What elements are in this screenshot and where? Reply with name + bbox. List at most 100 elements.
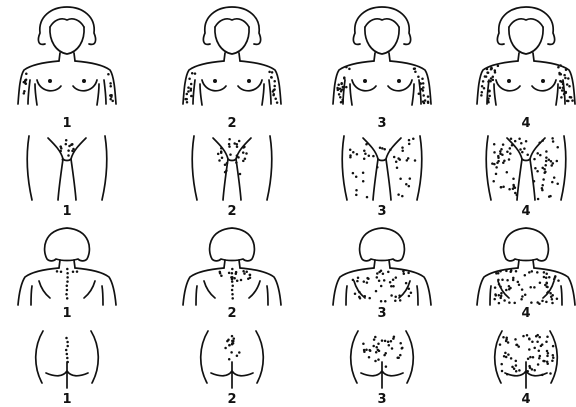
hair-dot [356, 280, 359, 283]
hair-dot [503, 160, 506, 163]
hair-dot [231, 289, 234, 292]
hair-dot [541, 300, 544, 303]
hair-dot [401, 347, 404, 350]
hair-dot [399, 354, 402, 357]
hair-dot [394, 300, 397, 303]
hair-dot [514, 338, 517, 341]
hair-dots [493, 269, 559, 305]
grade-label: 2 [227, 116, 236, 131]
hair-dot [506, 373, 509, 376]
hair-dot [380, 300, 383, 303]
hair-dot [395, 276, 398, 279]
hair-dot [220, 274, 223, 277]
hair-dot [377, 343, 380, 346]
hair-dot [239, 173, 242, 176]
hair-dot [551, 302, 554, 305]
lower-back-outline [201, 331, 264, 388]
hair-dot [109, 85, 112, 88]
hair-dot [107, 73, 110, 76]
hair-dot [493, 143, 496, 146]
hair-dot [109, 98, 112, 101]
hair-dot [231, 280, 234, 283]
hair-dot [218, 159, 221, 162]
hair-dot [487, 80, 490, 83]
hair-dot [66, 280, 69, 283]
panel-lower-back-2: 2 [201, 331, 264, 407]
hair-dot [548, 159, 551, 162]
hair-dot [500, 148, 503, 151]
hair-dot [505, 340, 508, 343]
hair-dot [538, 349, 541, 352]
hair-dot [545, 150, 548, 153]
hair-dot [531, 270, 534, 273]
hair-dot [544, 164, 547, 167]
panel-upper-back-2: 2 [183, 228, 281, 321]
hair-dot [545, 276, 548, 279]
hair-dot [540, 345, 543, 348]
hair-dot [503, 355, 506, 358]
hair-dot [188, 77, 191, 80]
hair-dot [507, 353, 510, 356]
hair-dot [498, 294, 501, 297]
hair-dot [533, 286, 536, 289]
hair-dot [231, 272, 234, 275]
hair-dot [510, 137, 513, 140]
hair-dot [376, 276, 379, 279]
front-upper-body-outline [333, 7, 431, 105]
hair-dot [403, 272, 406, 275]
hair-dot [408, 295, 411, 298]
hair-dot [560, 96, 563, 99]
hair-dot [393, 156, 396, 159]
hair-dot [394, 295, 397, 298]
hair-dot [551, 298, 554, 301]
hair-dot [543, 171, 546, 174]
hair-dot [59, 150, 62, 153]
panel-thighs-3: 3 [342, 136, 421, 219]
hair-dot [487, 71, 490, 74]
panel-upper-back-4: 4 [477, 228, 575, 321]
hair-dot [543, 276, 546, 279]
hair-dot [354, 292, 357, 295]
hair-dot [546, 360, 549, 363]
hair-dot [422, 82, 425, 85]
hair-dot [569, 96, 572, 99]
hair-dot [235, 161, 238, 164]
hair-dot [352, 279, 355, 282]
hair-dot [242, 146, 245, 149]
hair-dot [511, 144, 514, 147]
hair-dot [515, 360, 518, 363]
hair-dot [399, 158, 402, 161]
hair-dot [412, 137, 415, 140]
hair-dot [551, 294, 554, 297]
panel-lower-back-1: 1 [36, 331, 99, 407]
hair-dot [375, 351, 378, 354]
thighs-outline [486, 136, 565, 200]
hair-dot [375, 346, 378, 349]
hair-dot [240, 279, 243, 282]
hair-dot [571, 99, 574, 102]
hair-dot [497, 279, 500, 282]
hair-dot [362, 180, 365, 183]
hair-dot [65, 349, 68, 352]
hair-dot [66, 289, 69, 292]
hair-dot [56, 270, 59, 273]
grade-label: 4 [521, 392, 530, 407]
hair-dot [544, 284, 547, 287]
hair-dot [242, 270, 245, 273]
hair-dot [506, 279, 509, 282]
hair-dot [419, 82, 422, 85]
hair-dot [510, 357, 512, 360]
hair-dot [545, 156, 548, 159]
hair-dot [345, 86, 348, 89]
hair-dot [557, 279, 560, 282]
hair-dot [505, 270, 508, 273]
hair-dot [363, 350, 366, 353]
hair-dot [552, 345, 555, 348]
hair-dot [518, 284, 521, 287]
hair-dot [422, 86, 425, 89]
hair-dot [565, 69, 568, 72]
hair-dot [492, 79, 495, 82]
hair-dot [401, 195, 404, 198]
hair-dot [492, 76, 495, 79]
hair-dot [528, 348, 531, 351]
